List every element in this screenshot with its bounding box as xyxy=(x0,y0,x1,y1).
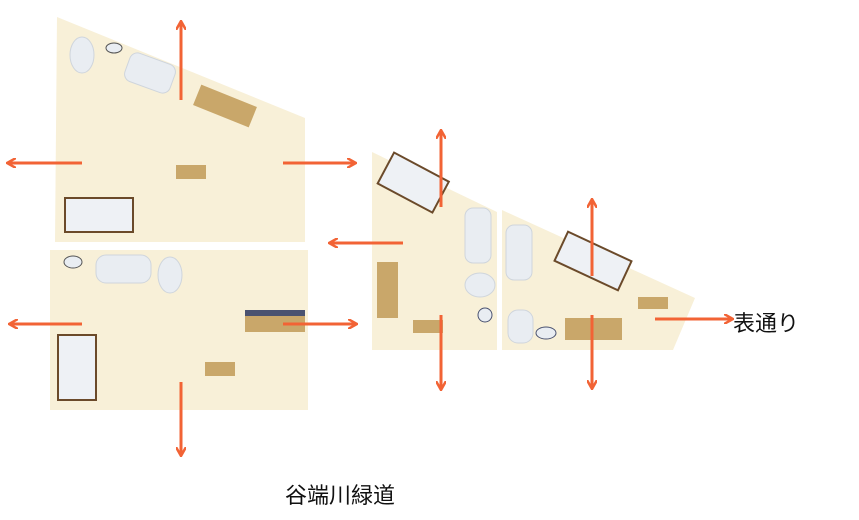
furniture xyxy=(57,36,668,401)
unit-middle xyxy=(372,152,497,350)
greenway-label: 谷端川緑道 xyxy=(285,484,396,509)
street-label: 表通り xyxy=(733,312,800,337)
unit-top-left xyxy=(55,17,305,242)
